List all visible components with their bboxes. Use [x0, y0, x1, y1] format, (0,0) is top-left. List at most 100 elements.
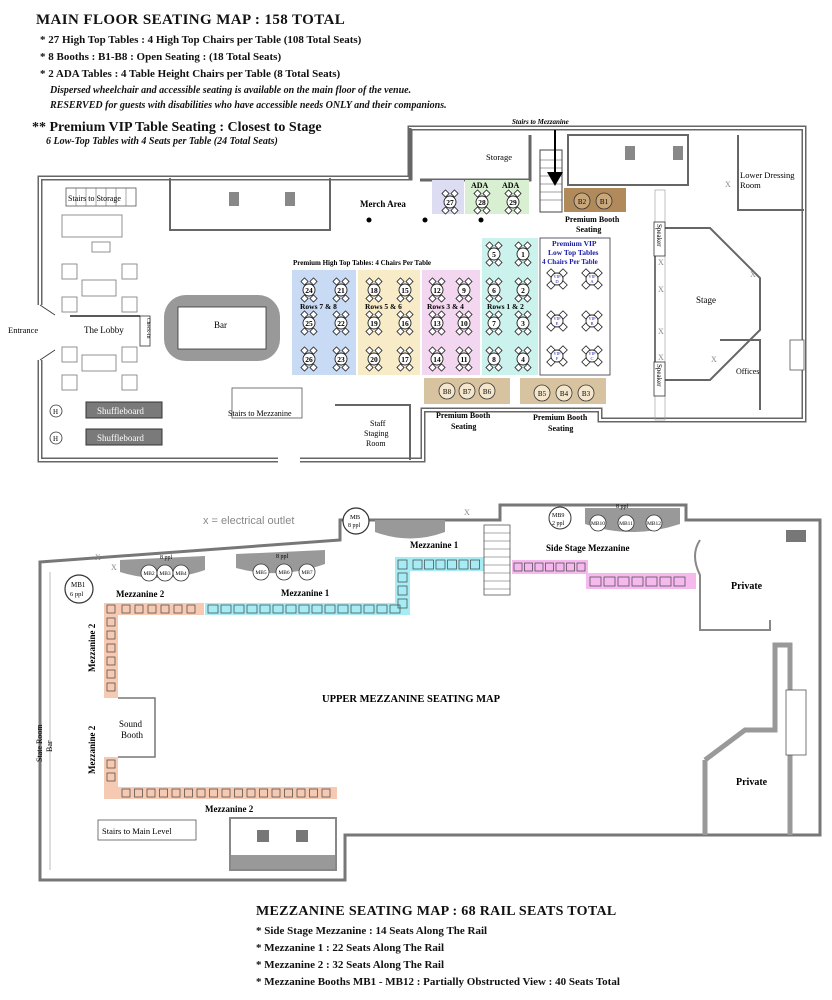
restroom-icon	[786, 530, 806, 542]
rail-seat	[106, 682, 116, 692]
table-number: 5	[492, 250, 496, 259]
hightop-table: 3	[514, 310, 532, 336]
vip-letter: F	[556, 356, 559, 361]
rail-seat	[524, 562, 533, 572]
outlet-x: X	[658, 258, 664, 267]
hightop-table: 2	[514, 277, 532, 303]
rail-seat	[221, 788, 231, 798]
ada-label-2: ADA	[502, 181, 520, 190]
hightop-table: 11	[455, 346, 473, 372]
table-number: 21	[337, 286, 345, 295]
table-number: 10	[460, 319, 468, 328]
mezz-booth-label: MB4	[175, 571, 187, 577]
rail-seat	[576, 562, 586, 572]
mezzanine-2-label-top: Mezzanine 2	[116, 589, 165, 599]
rail-seat	[209, 788, 218, 798]
rail-seat	[298, 604, 310, 614]
mb1-ppl: 6 ppl	[70, 591, 83, 598]
vip-tag: VIP	[588, 316, 596, 321]
hightop-table: 5	[485, 241, 503, 267]
rail-seat	[147, 604, 157, 614]
rail-seat	[545, 562, 554, 572]
table-number: 15	[401, 286, 409, 295]
hightop-table: 23	[332, 346, 350, 372]
table-number: 18	[370, 286, 378, 295]
premium-booth-top-label: Premium Booth	[565, 215, 620, 224]
rail-seat	[272, 604, 284, 614]
vip-subheading: 6 Low-Top Tables with 4 Seats per Table …	[46, 136, 278, 147]
hightop-table: 28	[473, 189, 491, 215]
vip-tag: VIP	[553, 316, 561, 321]
rail-seat	[220, 604, 232, 614]
hightop-table: 17	[396, 346, 414, 372]
entrance-opening	[30, 305, 46, 360]
rail-seat	[296, 788, 306, 798]
hightop-table: 15	[396, 277, 414, 303]
mezz-booth	[617, 514, 635, 532]
mezz-booth-label: MB10	[591, 521, 605, 527]
mezzanine-rail-seats	[106, 559, 686, 798]
ada-tables: 27 28 29	[441, 189, 522, 215]
rail-seat	[617, 576, 630, 587]
rows-3-4-label: Rows 3 & 4	[427, 302, 464, 311]
vip-box-line-1: Premium VIP	[552, 239, 597, 248]
table-number: 8	[492, 355, 496, 364]
table-number: 25	[305, 319, 313, 328]
rail-seat	[171, 788, 181, 798]
rail-seat	[458, 559, 469, 570]
booth-seat	[458, 382, 476, 400]
outlet-x: X	[725, 180, 731, 189]
rail-seat	[555, 562, 565, 572]
hightop-table: 6	[485, 277, 503, 303]
mezzanine-footer: MEZZANINE SEATING MAP : 68 RAIL SEATS TO…	[256, 904, 816, 993]
booth-mb9	[548, 506, 572, 530]
mb9-label: MB9	[552, 513, 564, 519]
rail-seat	[246, 788, 256, 798]
stairs-to-storage	[65, 187, 137, 207]
table-number: 26	[305, 355, 313, 364]
rail-seat	[309, 788, 318, 798]
check-in-label: Check-In	[145, 318, 151, 339]
mezzanine-2-summary: * Mezzanine 2 : 32 Seats Along The Rail	[256, 959, 445, 971]
lobby-label: The Lobby	[84, 325, 124, 335]
outlet-x: X	[95, 553, 101, 562]
check-in-desk	[139, 315, 151, 347]
ppl-label: 8 ppl	[276, 554, 289, 560]
staff-label-1: Staff	[370, 419, 386, 428]
mezz-booth-label: MB2	[143, 571, 155, 577]
rail-seat	[363, 604, 375, 614]
staff-label-3: Room	[366, 439, 386, 448]
outlet-x: X	[658, 353, 664, 362]
table-number: 6	[492, 286, 496, 295]
rail-seat	[659, 576, 672, 587]
rail-seat	[589, 576, 602, 587]
rail-seat	[234, 788, 243, 798]
state-room-bar-label: Bar	[45, 740, 54, 752]
table-number: 27	[446, 198, 454, 207]
mezz-booth-label: MB11	[619, 521, 633, 527]
accessibility-note: Dispersed wheelchair and accessible seat…	[50, 85, 412, 96]
mezzanine-1-label-b: Mezzanine 1	[410, 540, 459, 550]
table-number: 1	[521, 250, 525, 259]
mezzanine-stairs	[483, 524, 511, 596]
stage-label: Stage	[696, 295, 716, 305]
mb8-ppl: 8 ppl	[348, 523, 361, 529]
rows-7-8-label: Rows 7 & 8	[300, 302, 337, 311]
rail-seat	[246, 604, 258, 614]
rail-seat	[285, 604, 297, 614]
hightop-table: 29	[504, 189, 522, 215]
sound-booth-label-1: Sound	[119, 719, 143, 729]
mezz-booth	[252, 563, 270, 581]
table-number: 13	[433, 319, 441, 328]
staff-label-2: Staging	[364, 429, 388, 438]
rail-seat	[376, 604, 388, 614]
booths-summary: * Mezzanine Booths MB1 - MB12 : Partiall…	[256, 976, 620, 988]
rail-seat	[566, 562, 575, 572]
mezzanine-2-rail-d	[104, 787, 337, 799]
vip-box-line-3: 4 Chairs Per Table	[542, 258, 598, 266]
rail-seat	[121, 604, 131, 614]
table-number: 16	[401, 319, 409, 328]
booth-label: B8	[443, 388, 452, 396]
